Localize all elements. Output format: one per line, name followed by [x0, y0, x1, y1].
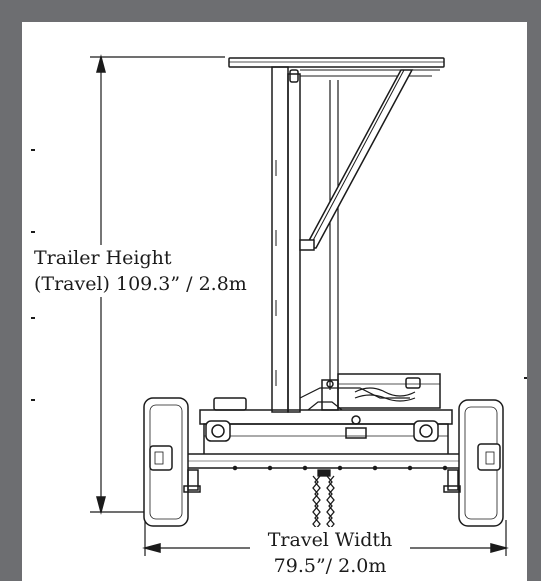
right-wheel	[443, 399, 504, 527]
travel-width-label: Travel Width 79.5”/ 2.0m	[250, 527, 410, 579]
axle	[159, 453, 491, 471]
safety-chains[interactable]	[312, 469, 335, 531]
equipment-box	[321, 373, 441, 411]
travel-width-line1: Travel Width	[267, 529, 393, 551]
chassis	[199, 387, 453, 457]
trailer-height-label: Trailer Height (Travel) 109.3” / 2.8m	[34, 245, 251, 297]
travel-width-line2: 79.5”/ 2.0m	[273, 555, 387, 577]
diagonal-brace	[299, 69, 414, 251]
edge-ticks	[31, 149, 527, 401]
top-panel	[228, 57, 445, 68]
left-wheel	[143, 397, 201, 527]
mast	[271, 66, 440, 413]
trailer-height-line1: Trailer Height	[34, 247, 172, 269]
trailer-height-line2: (Travel) 109.3” / 2.8m	[34, 273, 247, 295]
